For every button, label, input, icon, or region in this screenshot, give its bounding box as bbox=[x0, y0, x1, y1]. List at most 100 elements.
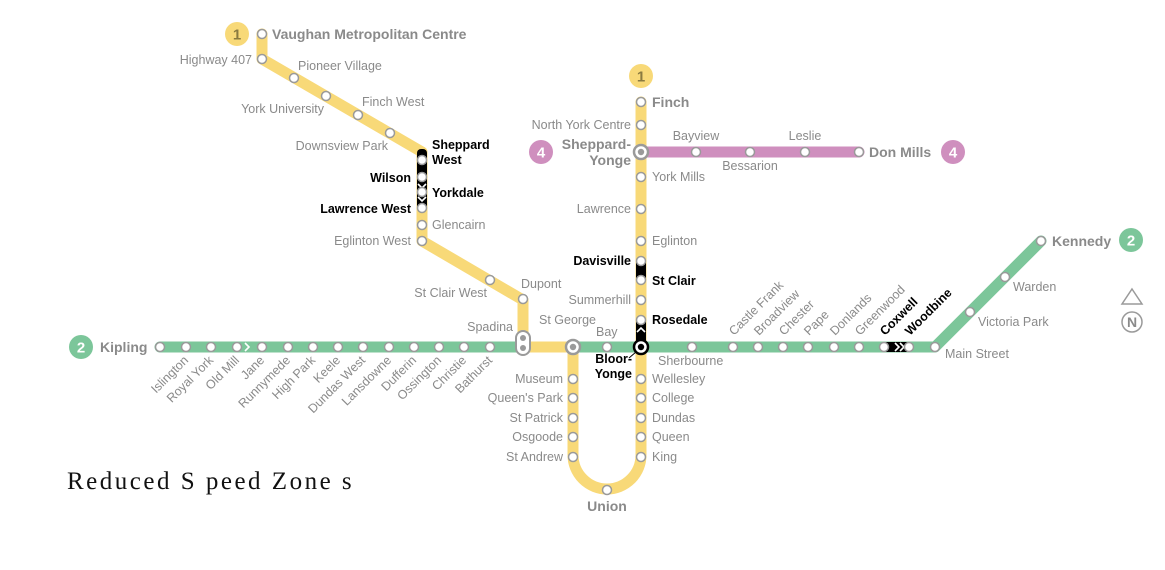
label-lawrence-west: Lawrence West bbox=[320, 202, 412, 216]
station-chester[interactable] bbox=[777, 341, 789, 353]
station-high-park[interactable] bbox=[307, 341, 319, 353]
station-king[interactable] bbox=[635, 451, 647, 463]
station-sheppard-west[interactable] bbox=[416, 154, 428, 166]
station-lansdowne[interactable] bbox=[383, 341, 395, 353]
station-downsview[interactable] bbox=[384, 127, 396, 139]
station-college[interactable] bbox=[635, 392, 647, 404]
badge-line-1-west bbox=[225, 22, 249, 46]
station-dundas-west[interactable] bbox=[357, 341, 369, 353]
station-st-patrick[interactable] bbox=[567, 412, 579, 424]
label-sheppard-west-2: West bbox=[432, 153, 462, 167]
station-markers bbox=[154, 28, 1047, 496]
station-dundas[interactable] bbox=[635, 412, 647, 424]
label-highway407: Highway 407 bbox=[180, 53, 252, 67]
station-warden[interactable] bbox=[999, 271, 1011, 283]
station-kennedy[interactable] bbox=[1035, 235, 1047, 247]
station-dupont[interactable] bbox=[517, 293, 529, 305]
station-old-mill[interactable] bbox=[231, 341, 243, 353]
station-union[interactable] bbox=[601, 484, 613, 496]
station-royal-york[interactable] bbox=[205, 341, 217, 353]
station-bay[interactable] bbox=[601, 341, 613, 353]
badge-line-4-east-text: 4 bbox=[949, 145, 958, 162]
badge-line-2-east bbox=[1119, 228, 1143, 252]
station-st-clair[interactable] bbox=[635, 274, 647, 286]
station-vaughan[interactable] bbox=[256, 28, 268, 40]
station-woodbine[interactable] bbox=[903, 341, 915, 353]
labels-line-1-south: Museum Queen's Park St Patrick Osgoode S… bbox=[488, 352, 706, 514]
station-pape[interactable] bbox=[802, 341, 814, 353]
station-greenwood[interactable] bbox=[853, 341, 865, 353]
station-islington[interactable] bbox=[180, 341, 192, 353]
station-castle-frank[interactable] bbox=[727, 341, 739, 353]
station-keele[interactable] bbox=[332, 341, 344, 353]
label-kennedy: Kennedy bbox=[1052, 233, 1111, 249]
station-broadview[interactable] bbox=[752, 341, 764, 353]
station-bessarion[interactable] bbox=[744, 146, 756, 158]
station-finch[interactable] bbox=[635, 96, 647, 108]
station-finch-west[interactable] bbox=[352, 109, 364, 121]
label-eglinton-west: Eglinton West bbox=[334, 234, 411, 248]
station-lawrence[interactable] bbox=[635, 203, 647, 215]
station-lawrence-west[interactable] bbox=[416, 202, 428, 214]
station-st-clair-west[interactable] bbox=[484, 274, 496, 286]
station-summerhill[interactable] bbox=[635, 294, 647, 306]
label-lawrence: Lawrence bbox=[577, 202, 631, 216]
station-osgoode[interactable] bbox=[567, 431, 579, 443]
station-don-mills[interactable] bbox=[853, 146, 865, 158]
station-bayview[interactable] bbox=[690, 146, 702, 158]
label-st-patrick: St Patrick bbox=[510, 411, 564, 425]
station-highway407[interactable] bbox=[256, 53, 268, 65]
label-union: Union bbox=[587, 498, 627, 514]
station-donlands[interactable] bbox=[828, 341, 840, 353]
station-runnymede[interactable] bbox=[282, 341, 294, 353]
station-yorkdale[interactable] bbox=[416, 186, 428, 198]
station-ossington[interactable] bbox=[433, 341, 445, 353]
label-davisville: Davisville bbox=[573, 254, 631, 268]
badge-line-1-north bbox=[629, 64, 653, 88]
station-sherbourne[interactable] bbox=[686, 341, 698, 353]
line-badges: 1 1 2 2 4 4 bbox=[69, 22, 1143, 359]
interchange-bloor-yonge-dot bbox=[637, 343, 645, 351]
label-wilson: Wilson bbox=[370, 171, 411, 185]
station-coxwell[interactable] bbox=[878, 341, 890, 353]
station-victoria-park[interactable] bbox=[964, 306, 976, 318]
station-glencairn[interactable] bbox=[416, 219, 428, 231]
station-leslie[interactable] bbox=[799, 146, 811, 158]
label-queens-park: Queen's Park bbox=[488, 391, 564, 405]
station-dufferin[interactable] bbox=[408, 341, 420, 353]
label-museum: Museum bbox=[515, 372, 563, 386]
interchange-spadina[interactable] bbox=[515, 330, 531, 356]
station-christie[interactable] bbox=[458, 341, 470, 353]
badge-line-4-east bbox=[941, 140, 965, 164]
station-pioneer[interactable] bbox=[288, 72, 300, 84]
station-kipling[interactable] bbox=[154, 341, 166, 353]
station-eglinton-west[interactable] bbox=[416, 235, 428, 247]
station-rosedale[interactable] bbox=[635, 314, 647, 326]
station-wellesley[interactable] bbox=[635, 373, 647, 385]
station-museum[interactable] bbox=[567, 373, 579, 385]
label-sheppard-west-1: Sheppard bbox=[432, 138, 490, 152]
rsz-chevron bbox=[417, 196, 427, 203]
station-st-andrew[interactable] bbox=[567, 451, 579, 463]
station-queen[interactable] bbox=[635, 431, 647, 443]
station-north-york[interactable] bbox=[635, 119, 647, 131]
station-queens-park[interactable] bbox=[567, 392, 579, 404]
station-bathurst[interactable] bbox=[484, 341, 496, 353]
label-pioneer: Pioneer Village bbox=[298, 59, 382, 73]
badge-line-2-west bbox=[69, 335, 93, 359]
label-finch: Finch bbox=[652, 94, 689, 110]
station-york-mills[interactable] bbox=[635, 171, 647, 183]
station-eglinton[interactable] bbox=[635, 235, 647, 247]
station-wilson[interactable] bbox=[416, 171, 428, 183]
north-circle bbox=[1121, 311, 1143, 333]
station-jane[interactable] bbox=[256, 341, 268, 353]
interchange-markers bbox=[515, 143, 650, 359]
label-bloor-1: Bloor- bbox=[595, 352, 632, 366]
station-york-university[interactable] bbox=[320, 90, 332, 102]
interchange-sheppard-yonge-dot bbox=[637, 148, 645, 156]
label-downsview: Downsview Park bbox=[296, 139, 389, 153]
label-king: King bbox=[652, 450, 677, 464]
station-main-street[interactable] bbox=[929, 341, 941, 353]
badge-line-4-west bbox=[529, 140, 553, 164]
station-davisville[interactable] bbox=[635, 255, 647, 267]
